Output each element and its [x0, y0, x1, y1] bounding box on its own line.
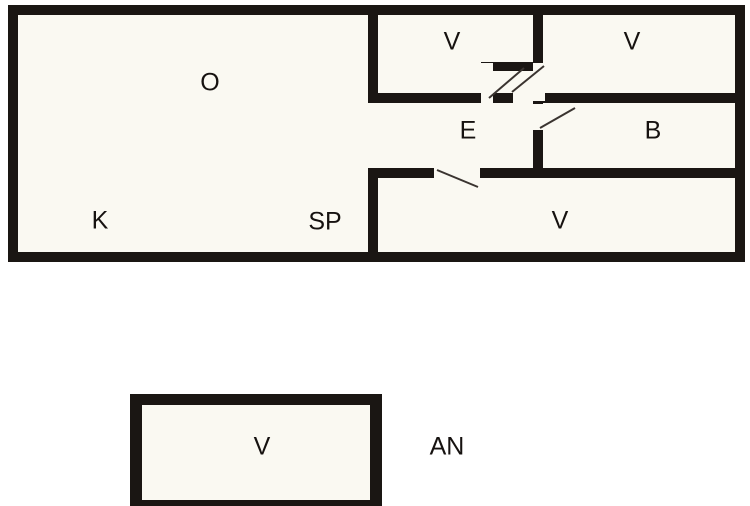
wall-stub-door-head [481, 62, 543, 71]
wall-vertical-hall-right-lower [533, 128, 543, 178]
door-v-top-middle-to-hall-opening [481, 63, 493, 103]
wall-horizontal-sp-divider [368, 168, 438, 178]
room-label-k: K [91, 206, 109, 235]
door-sp-to-bedroom-bottom-swing [436, 169, 479, 188]
annotation-label-an: AN [429, 432, 465, 461]
room-label-e: E [459, 116, 477, 145]
annex-plan-interior-fill [142, 405, 370, 500]
wall-vertical-lower-left-of-v [368, 168, 378, 262]
wall-horizontal-sp-divider-2 [478, 168, 538, 178]
annex-floor-plan [130, 394, 382, 506]
room-label-b: B [644, 116, 662, 145]
wall-horizontal-under-b [543, 168, 745, 178]
room-label-v-bottom: V [551, 206, 569, 235]
wall-vertical-hall-right-upper [533, 93, 543, 111]
wall-horizontal-top-right-span [543, 93, 745, 103]
room-label-sp: SP [308, 207, 342, 236]
door-sp-to-bedroom-bottom-opening [434, 168, 480, 178]
room-label-o: O [200, 68, 220, 97]
room-label-v-top-middle: V [443, 27, 461, 56]
door-v-top-middle-to-hall-swing [488, 67, 525, 99]
wall-vertical-between-top-v [533, 5, 543, 63]
door-hall-to-bath-opening [533, 104, 543, 130]
wall-vertical-upper-left-of-v [368, 5, 378, 103]
room-label-v-annex: V [253, 432, 271, 461]
door-hall-to-top-right-swing [511, 65, 545, 93]
room-label-v-top-right: V [623, 27, 641, 56]
door-hall-to-bath-swing [539, 107, 576, 129]
wall-horizontal-under-top-v [368, 93, 513, 103]
